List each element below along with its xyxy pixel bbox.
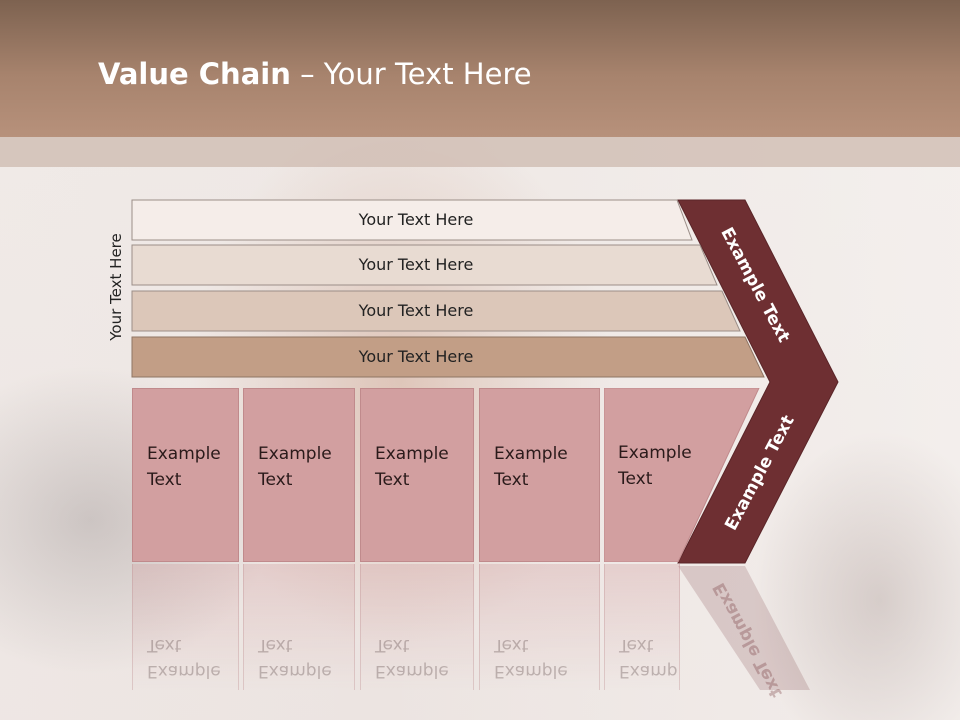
reflection-2-line2: Text — [258, 635, 293, 655]
row-2-shape — [131, 244, 718, 286]
activity-box-1-line1: Example — [147, 444, 221, 464]
row-3-shape — [131, 290, 741, 332]
activity-box-4-line2: Text — [494, 470, 529, 490]
title-bar — [0, 0, 960, 137]
reflection-3-line1: Example — [375, 661, 449, 681]
reflection-1-text: Example Text — [147, 632, 221, 684]
activity-box-5-line1: Example — [618, 443, 692, 463]
row-1-shape — [131, 199, 693, 241]
activity-box-1-reflection: Example Text — [132, 564, 239, 690]
reflection-2-text: Example Text — [258, 632, 332, 684]
activity-box-5-line2: Text — [618, 469, 653, 489]
reflection-5-line2: Text — [619, 635, 654, 655]
row-4-shape — [131, 336, 765, 378]
activity-box-2-line2: Text — [258, 470, 293, 490]
activity-box-4-line1: Example — [494, 444, 568, 464]
row-4: Your Text Here — [131, 336, 765, 378]
activity-box-2-reflection: Example Text — [243, 564, 355, 690]
reflection-2-line1: Example — [258, 661, 332, 681]
activity-box-1-line2: Text — [147, 470, 182, 490]
row-1-label: Your Text Here — [358, 210, 474, 229]
activity-box-3-line1: Example — [375, 444, 449, 464]
chevron-shape — [677, 199, 839, 564]
activity-box-5-shape — [604, 388, 760, 562]
reflection-5-text: Example Text — [619, 632, 679, 684]
reflection-3-text: Example Text — [375, 632, 449, 684]
row-1: Your Text Here — [131, 199, 693, 241]
chevron-reflection — [678, 566, 810, 690]
row-4-label: Your Text Here — [358, 347, 474, 366]
page-title: Value Chain – Your Text Here — [98, 54, 532, 94]
row-2: Your Text Here — [131, 244, 718, 286]
activity-box-3-line2: Text — [375, 470, 410, 490]
activity-box-3-reflection: Example Text — [360, 564, 474, 690]
row-3-label: Your Text Here — [358, 301, 474, 320]
title-bar-band — [0, 137, 960, 167]
reflection-4-line1: Example — [494, 661, 568, 681]
activity-box-5-reflection: Example Text — [604, 564, 680, 690]
activity-box-4-reflection: Example Text — [479, 564, 600, 690]
reflection-3-line2: Text — [375, 635, 410, 655]
reflection-1-line2: Text — [147, 635, 182, 655]
row-2-label: Your Text Here — [358, 255, 474, 274]
reflection-4-line2: Text — [494, 635, 529, 655]
activity-box-2-line1: Example — [258, 444, 332, 464]
title-bold: Value Chain — [98, 57, 291, 91]
row-3: Your Text Here — [131, 290, 741, 332]
reflection-5-line1: Example — [619, 661, 679, 681]
reflection-1-line1: Example — [147, 661, 221, 681]
title-rest: – Your Text Here — [290, 57, 532, 91]
reflection-4-text: Example Text — [494, 632, 568, 684]
